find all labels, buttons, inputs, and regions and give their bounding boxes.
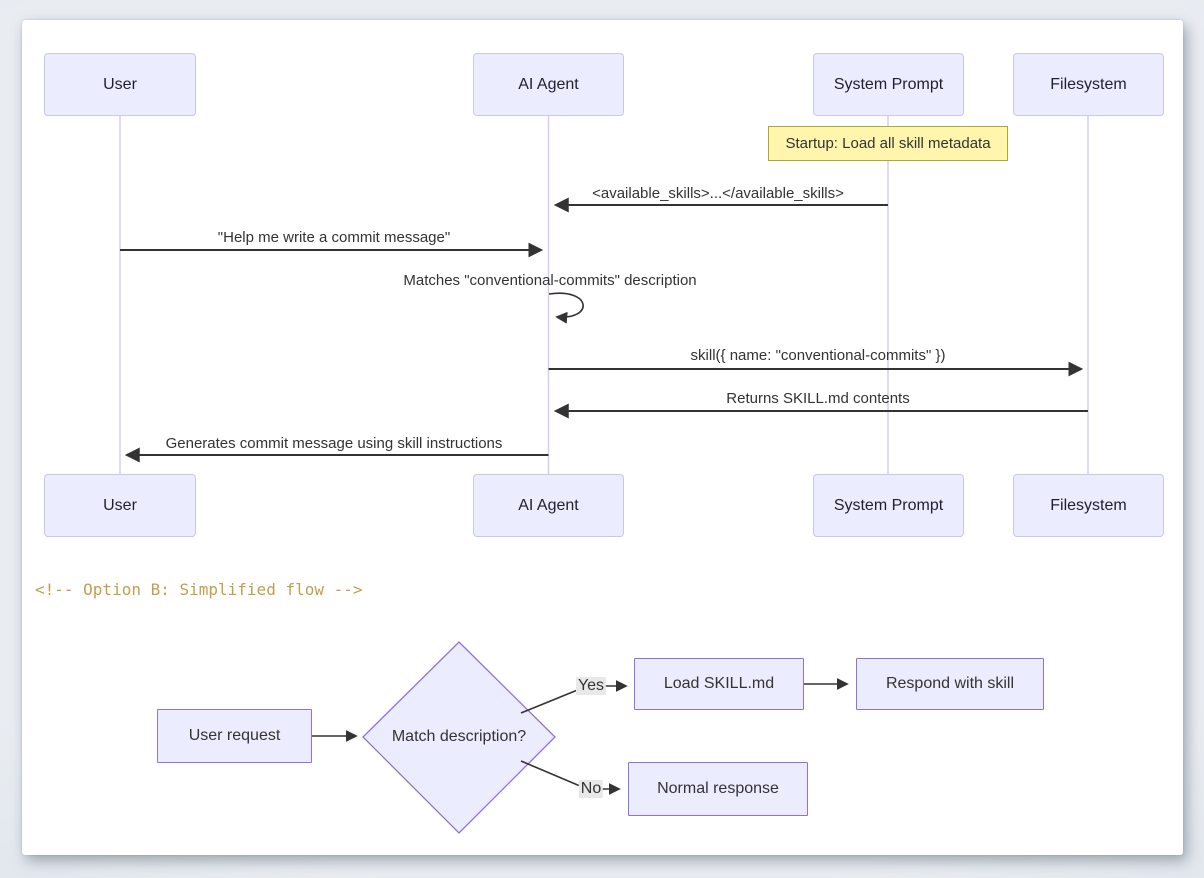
actor-label: Filesystem — [1050, 75, 1127, 93]
startup-note: Startup: Load all skill metadata — [768, 126, 1008, 161]
arrow-self-loop — [548, 292, 584, 324]
message-skill-call: skill({ name: "conventional-commits" }) — [690, 347, 946, 364]
actor-label: System Prompt — [833, 496, 944, 514]
actor-label: System Prompt — [833, 75, 944, 93]
option-b-comment: <!-- Option B: Simplified flow --> — [35, 580, 363, 599]
actor-user-bottom: User — [44, 474, 196, 537]
actor-label: User — [103, 75, 137, 93]
actor-filesystem-top: Filesystem — [1013, 53, 1164, 116]
decision-diamond — [362, 641, 556, 834]
node-label: Respond with skill — [885, 675, 1015, 692]
node-decision-label: Match description? — [391, 728, 527, 745]
node-label: Load SKILL.md — [663, 675, 775, 692]
message-matches-description: Matches "conventional-commits" descripti… — [403, 272, 697, 289]
node-user-request: User request — [157, 709, 312, 763]
message-generates-commit: Generates commit message using skill ins… — [165, 435, 503, 452]
message-returns-skill: Returns SKILL.md contents — [726, 390, 910, 407]
actor-system-prompt-top: System Prompt — [813, 53, 964, 116]
edge-label-no: No — [578, 780, 604, 798]
edge-yes-diagonal — [520, 688, 581, 714]
node-label: User request — [188, 727, 281, 744]
actor-user-top: User — [44, 53, 196, 116]
message-help-me: "Help me write a commit message" — [217, 229, 451, 246]
edge-no-diagonal — [520, 760, 581, 787]
node-normal-response: Normal response — [628, 762, 808, 816]
note-text: Startup: Load all skill metadata — [785, 135, 991, 152]
node-label: Normal response — [657, 780, 779, 797]
actor-ai-agent-bottom: AI Agent — [473, 474, 624, 537]
message-available-skills: <available_skills>...</available_skills> — [592, 185, 844, 202]
node-load-skill: Load SKILL.md — [634, 658, 804, 710]
sequence-arrows — [120, 197, 1088, 463]
actor-system-prompt-bottom: System Prompt — [813, 474, 964, 537]
actor-label: Filesystem — [1050, 496, 1127, 514]
flow-edges — [312, 678, 849, 795]
actor-label: User — [103, 496, 137, 514]
node-respond-with-skill: Respond with skill — [856, 658, 1044, 710]
edge-label-yes: Yes — [575, 677, 607, 695]
actor-label: AI Agent — [518, 496, 579, 514]
lifelines — [119, 116, 1089, 474]
actor-label: AI Agent — [518, 75, 579, 93]
actor-filesystem-bottom: Filesystem — [1013, 474, 1164, 537]
actor-ai-agent-top: AI Agent — [473, 53, 624, 116]
